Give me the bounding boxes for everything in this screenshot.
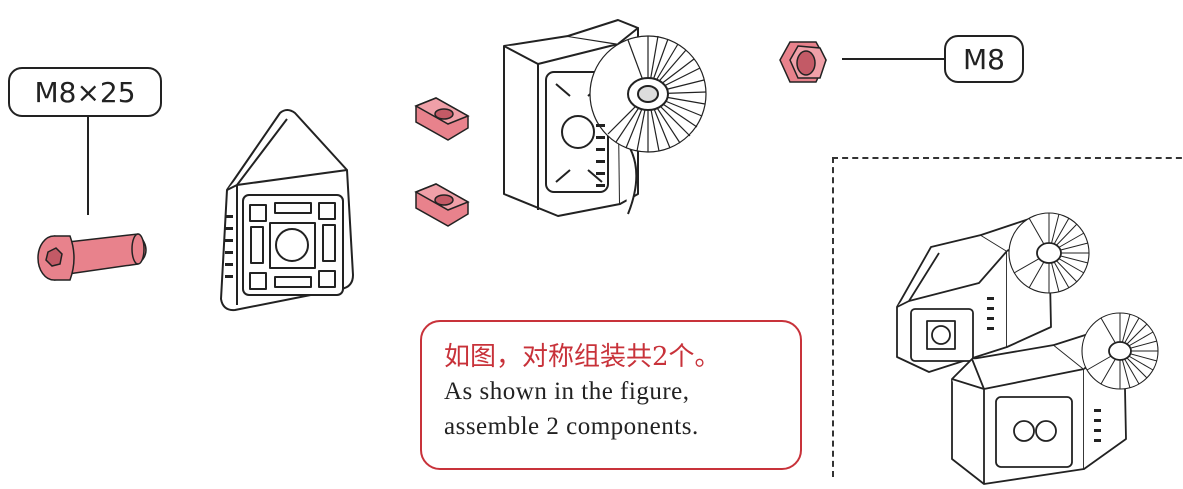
corner-bracket-plate-icon — [220, 109, 354, 312]
assembled-part-lower-icon — [951, 312, 1159, 485]
bolt-size-label: M8×25 — [8, 67, 162, 117]
note-english-line-2: assemble 2 components. — [444, 413, 699, 440]
note-english-line-1: As shown in the figure, — [444, 378, 690, 405]
assembled-part-upper-icon — [896, 212, 1090, 373]
hinge-block-gear-icon — [503, 19, 707, 217]
t-nut-bottom-icon — [414, 183, 470, 227]
bolt-leader-line — [87, 117, 89, 215]
bolt-icon — [37, 233, 147, 281]
nut-leader-line — [842, 58, 944, 60]
note-chinese-text: 如图，对称组装共2个。 — [444, 342, 721, 372]
hex-nut-icon — [779, 41, 827, 83]
assembled-result-inset — [832, 157, 1183, 485]
t-nut-top-icon — [414, 97, 470, 141]
assembly-instruction-note: 如图，对称组装共2个。 As shown in the figure, asse… — [420, 320, 802, 470]
nut-size-label: M8 — [944, 35, 1024, 83]
